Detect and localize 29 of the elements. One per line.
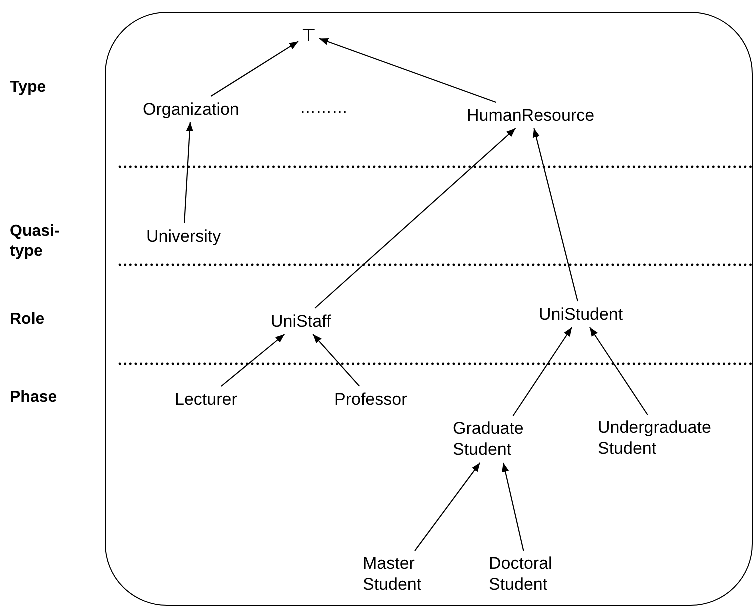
concept-label: UniStudent — [539, 304, 624, 324]
concept-label: Organization — [143, 98, 240, 120]
arrow — [184, 122, 194, 224]
arrow — [319, 38, 496, 104]
layer-label: Quasi-type — [10, 222, 60, 262]
layer-label: Phase — [10, 388, 58, 408]
arrow — [532, 128, 578, 302]
arrow — [221, 334, 285, 387]
concept-label: UniStaff — [271, 310, 332, 332]
concept-label: Undergraduate Student — [598, 417, 728, 459]
concept-label: HumanResource — [467, 104, 595, 126]
arrow — [512, 327, 573, 416]
concept-label: Graduate Student — [453, 418, 543, 460]
arrow — [312, 334, 360, 387]
concept-label: Professor — [334, 388, 408, 410]
arrow — [590, 327, 648, 416]
ellipsis-dots: ……… — [300, 100, 348, 118]
concept-label: Doctoral Student — [489, 553, 569, 595]
arrow — [210, 41, 299, 97]
concept-label: Lecturer — [175, 388, 238, 410]
arrow — [502, 462, 524, 552]
concept-label: University — [146, 226, 222, 246]
arrow — [314, 128, 516, 309]
layer-label: Type — [10, 78, 46, 98]
layer-label: Role — [10, 310, 45, 330]
container-frame — [105, 12, 753, 606]
arrow — [414, 462, 481, 552]
concept-label: Master Student — [363, 553, 433, 595]
concept-label: ⊤ — [302, 24, 316, 46]
